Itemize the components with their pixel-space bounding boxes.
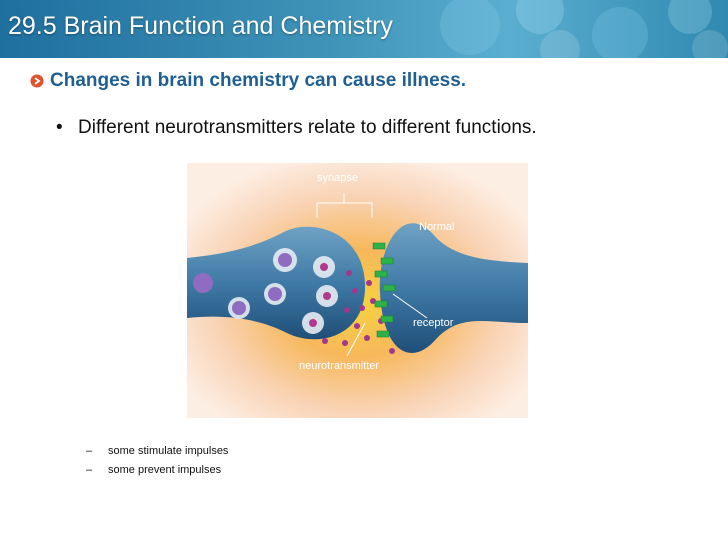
title-bar: 29.5 Brain Function and Chemistry	[0, 0, 728, 58]
receptor-label: receptor	[413, 317, 454, 329]
subheading-text: Changes in brain chemistry can cause ill…	[50, 70, 466, 92]
list-item-text: some stimulate impulses	[108, 445, 228, 457]
neurotransmitter-label: neurotransmitter	[299, 360, 379, 372]
list-item-text: some prevent impulses	[108, 464, 221, 476]
normal-label: Normal	[419, 221, 454, 233]
subheading: Changes in brain chemistry can cause ill…	[30, 70, 466, 92]
bullet-point: • Different neurotransmitters relate to …	[56, 117, 537, 139]
synapse-diagram: synapse Normal receptor neurotransmitter	[187, 163, 528, 418]
page-title: 29.5 Brain Function and Chemistry	[8, 12, 393, 41]
list-item: – some stimulate impulses	[86, 441, 228, 460]
bullet-text: Different neurotransmitters relate to di…	[78, 117, 537, 139]
sub-bullet-list: – some stimulate impulses – some prevent…	[86, 441, 228, 479]
list-item: – some prevent impulses	[86, 460, 228, 479]
circle-arrow-icon	[30, 74, 44, 88]
synapse-label: synapse	[317, 172, 358, 184]
bullet-dot: •	[56, 117, 78, 139]
